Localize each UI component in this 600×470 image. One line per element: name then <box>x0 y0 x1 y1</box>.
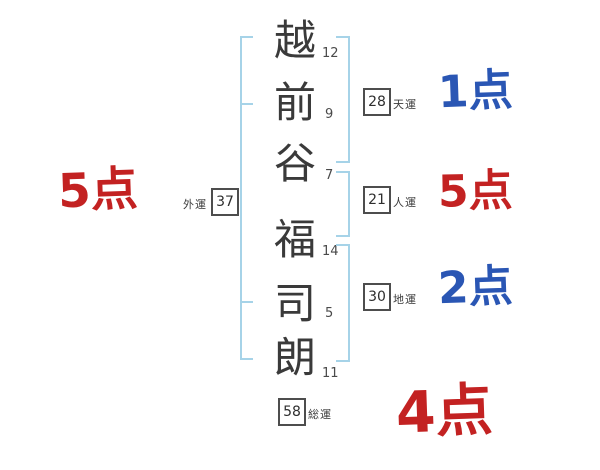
total-luck-label: 総運 <box>308 408 332 421</box>
heaven-luck-bracket-tick-bottom <box>336 161 350 163</box>
earth-luck-label: 地運 <box>393 293 417 306</box>
outer-luck-label: 外運 <box>183 198 207 211</box>
stroke-count-4: 14 <box>322 244 339 259</box>
stroke-count-2: 9 <box>325 107 334 122</box>
earth-luck-value-box: 30 <box>363 283 391 311</box>
person-luck-label: 人運 <box>393 196 417 209</box>
name-character-6: 朗 <box>273 333 316 382</box>
outer-luck-bracket-tick-mid2 <box>240 301 253 303</box>
name-character-2: 前 <box>273 78 316 127</box>
earth-luck-bracket-tick-top <box>336 244 350 246</box>
outer-luck-bracket <box>240 36 242 360</box>
stroke-count-6: 11 <box>322 366 339 381</box>
outer-luck-bracket-tick-mid1 <box>240 103 253 105</box>
stroke-count-1: 12 <box>322 46 339 61</box>
outer-luck-score: 5点 <box>57 161 139 220</box>
name-character-3: 谷 <box>273 139 316 188</box>
person-luck-bracket-tick-top <box>336 171 350 173</box>
stroke-count-5: 5 <box>325 306 334 321</box>
total-luck-value-box: 58 <box>278 398 306 426</box>
person-luck-bracket-tick-bottom <box>336 235 350 237</box>
stroke-count-3: 7 <box>325 168 334 183</box>
earth-luck-bracket <box>348 244 350 362</box>
name-character-4: 福 <box>273 215 316 264</box>
heaven-luck-bracket-tick-top <box>336 36 350 38</box>
total-luck-score: 4点 <box>394 377 494 447</box>
outer-luck-bracket-tick-bottom <box>240 358 253 360</box>
name-character-1: 越 <box>273 16 316 65</box>
person-luck-score: 5点 <box>437 165 514 218</box>
person-luck-value-box: 21 <box>363 186 391 214</box>
heaven-luck-bracket <box>348 36 350 163</box>
earth-luck-bracket-tick-bottom <box>336 360 350 362</box>
heaven-luck-score: 1点 <box>437 64 514 119</box>
person-luck-bracket <box>348 171 350 237</box>
earth-luck-score: 2点 <box>437 260 514 315</box>
outer-luck-bracket-tick-top <box>240 36 253 38</box>
outer-luck-value-box: 37 <box>211 188 239 216</box>
name-character-5: 司 <box>273 279 316 328</box>
heaven-luck-label: 天運 <box>393 98 417 111</box>
heaven-luck-value-box: 28 <box>363 88 391 116</box>
